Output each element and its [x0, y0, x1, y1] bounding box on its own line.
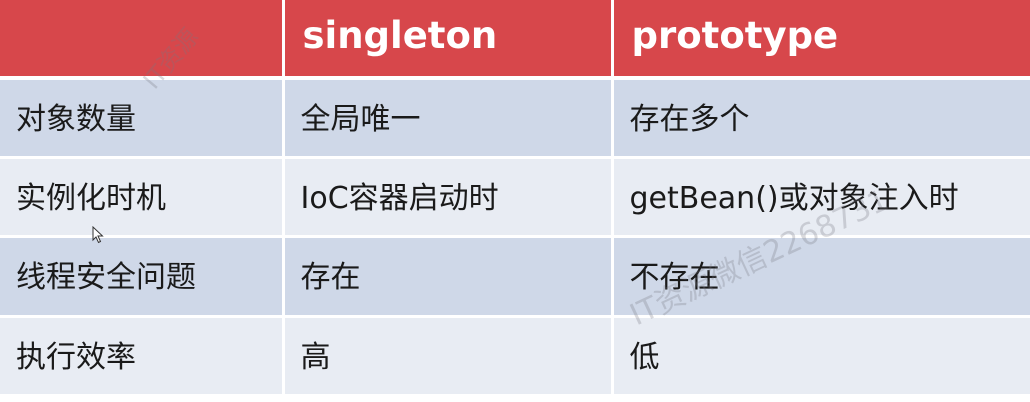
prototype-value: 存在多个 [612, 78, 1030, 159]
singleton-value: IoC容器启动时 [283, 157, 614, 239]
row-label: 线程安全问题 [0, 236, 285, 318]
table-row: 执行效率 高 低 [0, 316, 1030, 398]
singleton-value: 高 [283, 316, 614, 398]
prototype-value: 低 [612, 316, 1030, 398]
row-label: 对象数量 [0, 78, 285, 159]
header-cell-singleton: singleton [283, 0, 614, 80]
table-row: 实例化时机 IoC容器启动时 getBean()或对象注入时 [0, 157, 1030, 239]
mouse-pointer-icon [92, 226, 104, 244]
singleton-value: 存在 [283, 236, 614, 318]
row-label: 实例化时机 [0, 157, 285, 239]
header-cell-empty [0, 0, 285, 80]
header-row: singleton prototype [0, 0, 1030, 80]
prototype-value: getBean()或对象注入时 [612, 157, 1030, 239]
header-cell-prototype: prototype [612, 0, 1030, 80]
prototype-value: 不存在 [612, 236, 1030, 318]
table-row: 线程安全问题 存在 不存在 [0, 236, 1030, 318]
singleton-value: 全局唯一 [283, 78, 614, 159]
table-row: 对象数量 全局唯一 存在多个 [0, 78, 1030, 159]
row-label: 执行效率 [0, 316, 285, 398]
